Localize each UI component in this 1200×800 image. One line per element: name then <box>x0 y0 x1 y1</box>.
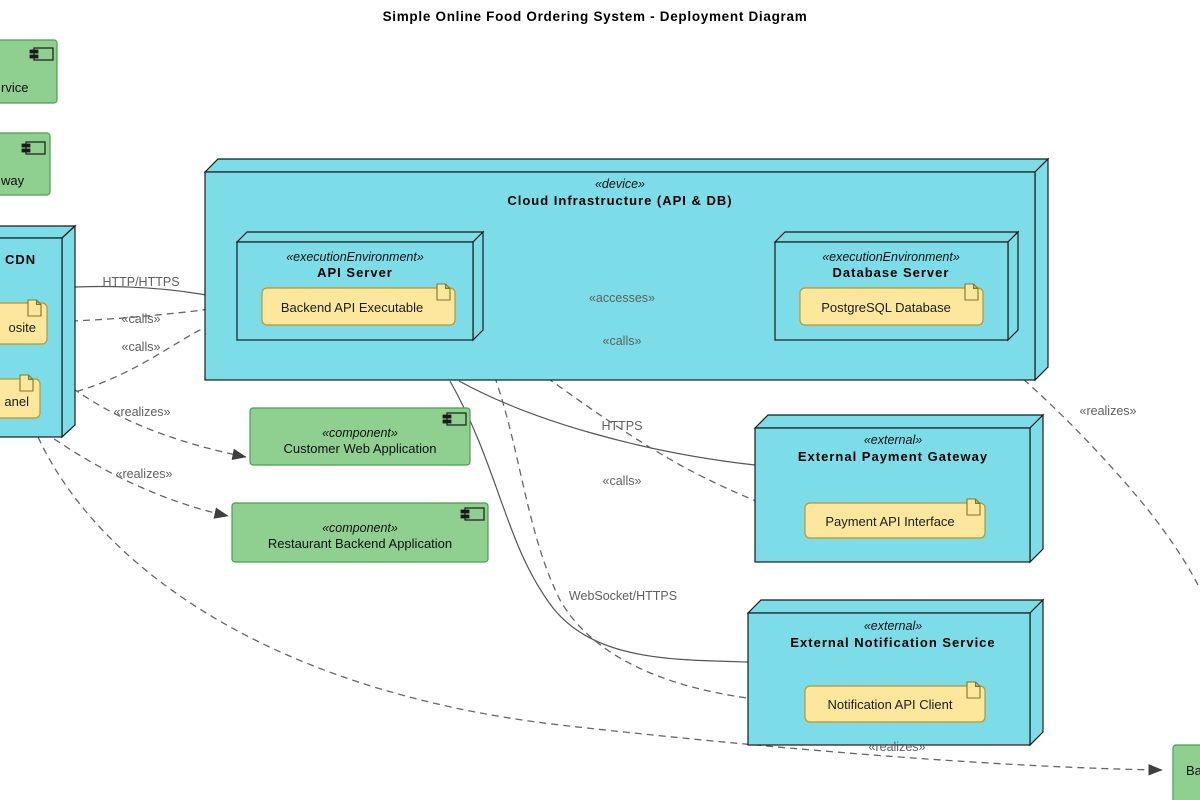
edge-label-https: HTTPS <box>602 419 643 433</box>
artifact-icon <box>19 374 34 392</box>
artifact-panel: anel <box>0 374 41 419</box>
edge-label-calls-1: «calls» <box>122 312 161 326</box>
edge-calls-website-backend <box>46 297 259 323</box>
node-name: Database Server <box>833 265 950 280</box>
edge-label-http-https: HTTP/HTTPS <box>102 275 179 289</box>
component-label-fragment: rvice <box>1 80 28 95</box>
artifact-label-fragment: osite <box>9 320 36 335</box>
node-name: API Server <box>317 265 393 280</box>
artifact-icon <box>964 283 979 301</box>
node-stereotype: «external» <box>864 433 922 447</box>
edge-https <box>458 380 756 466</box>
component-restaurant-backend-app: «component» Restaurant Backend Applicati… <box>231 502 489 563</box>
artifact-website: osite <box>0 299 48 345</box>
edge-label-calls-3: «calls» <box>603 334 642 348</box>
node-cdn: CDN osite anel <box>0 224 77 439</box>
edge-label-websocket: WebSocket/HTTPS <box>569 589 677 603</box>
component-label-fragment: Ba <box>1186 763 1200 778</box>
component-bottom-right: Ba <box>1172 744 1200 800</box>
edge-label-calls-4: «calls» <box>603 474 642 488</box>
node-api-server: «executionEnvironment» API Server Backen… <box>235 230 485 342</box>
node-name: CDN <box>5 252 36 267</box>
diagram-title: Simple Online Food Ordering System - Dep… <box>383 9 808 24</box>
edge-label-realizes-1: «realizes» <box>114 405 171 419</box>
node-stereotype: «external» <box>864 619 922 633</box>
artifact-label: Payment API Interface <box>825 514 954 529</box>
artifact-label: PostgreSQL Database <box>821 300 951 315</box>
edge-label-accesses: «accesses» <box>589 291 655 305</box>
node-stereotype: «executionEnvironment» <box>822 250 960 264</box>
edge-label-realizes-4: «realizes» <box>869 740 926 754</box>
component-icon <box>442 412 467 426</box>
artifact-icon <box>966 681 981 699</box>
edge-label-realizes-2: «realizes» <box>116 467 173 481</box>
edge-label-calls-2: «calls» <box>122 340 161 354</box>
component-stereotype: «component» <box>322 521 398 535</box>
component-icon <box>460 507 485 521</box>
node-name: Cloud Infrastructure (API & DB) <box>507 193 732 208</box>
component-name: Customer Web Application <box>284 441 437 456</box>
artifact-label: Backend API Executable <box>281 300 423 315</box>
artifact-icon <box>27 299 42 317</box>
node-external-payment-gateway: «external» External Payment Gateway Paym… <box>753 413 1045 564</box>
edge-calls-notification <box>475 331 802 709</box>
component-customer-web-app: «component» Customer Web Application <box>249 407 471 466</box>
artifact-postgresql: PostgreSQL Database <box>799 283 984 326</box>
component-icon <box>21 141 46 155</box>
node-external-notification-service: «external» External Notification Service… <box>746 598 1045 747</box>
node-database-server: «executionEnvironment» Database Server P… <box>773 230 1020 342</box>
component-label-fragment: way <box>0 173 25 188</box>
node-name: External Notification Service <box>790 635 995 650</box>
component-icon <box>29 47 54 61</box>
edge-calls-panel-backend <box>40 312 259 399</box>
artifact-backend-api: Backend API Executable <box>261 283 456 326</box>
node-cloud-infrastructure: «device» Cloud Infrastructure (API & DB)… <box>203 157 1050 382</box>
node-stereotype: «executionEnvironment» <box>286 250 424 264</box>
artifact-icon <box>436 283 451 301</box>
component-top-left-2: way <box>0 132 51 196</box>
node-name: External Payment Gateway <box>798 449 988 464</box>
artifact-label: Notification API Client <box>827 697 952 712</box>
artifact-payment-api: Payment API Interface <box>804 498 986 539</box>
component-stereotype: «component» <box>322 426 398 440</box>
artifact-notification-api: Notification API Client <box>804 681 986 723</box>
edge-label-realizes-3: «realizes» <box>1080 404 1137 418</box>
edge-websocket <box>449 380 749 663</box>
artifact-label-fragment: anel <box>4 394 29 409</box>
edge-realizes-bottom-sweep <box>37 436 1163 776</box>
artifact-icon <box>966 498 981 516</box>
component-top-left-1: rvice <box>0 39 58 104</box>
component-name: Restaurant Backend Application <box>268 536 452 551</box>
node-stereotype: «device» <box>595 177 645 191</box>
